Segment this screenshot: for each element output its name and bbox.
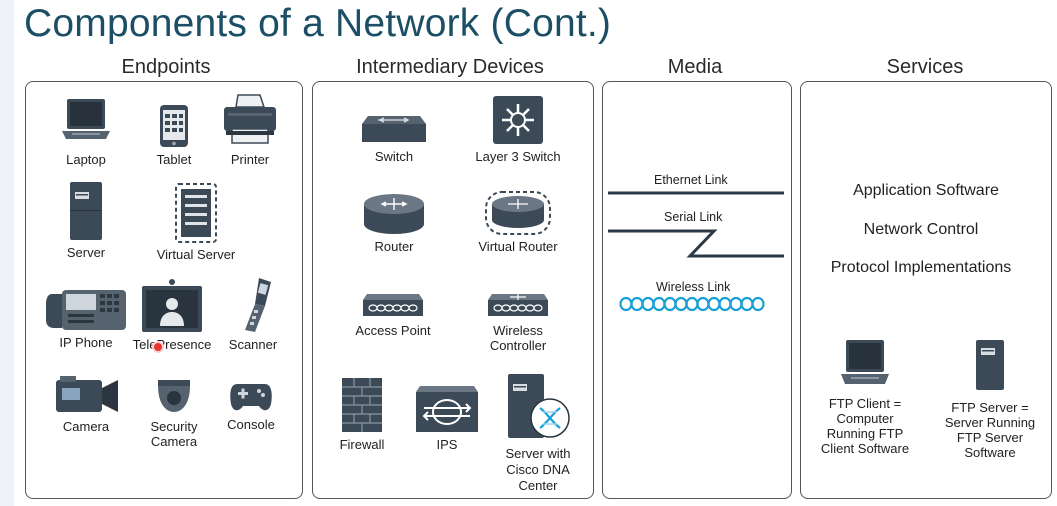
server-icon	[976, 340, 1004, 390]
laptop-item: Laptop	[50, 93, 122, 167]
virtual-router-item: Virtual Router	[468, 190, 568, 254]
ips-icon	[416, 386, 478, 432]
scanner-item: Scanner	[218, 276, 288, 352]
camera-label: Camera	[62, 419, 110, 434]
switch-item: Switch	[356, 112, 432, 164]
telepresence-item: TelePresence	[128, 278, 216, 352]
tablet-icon	[160, 105, 188, 147]
security-camera-item: Security Camera	[140, 378, 208, 449]
dna-server-item: Server with Cisco DNA Center	[496, 372, 580, 494]
server-icon	[70, 182, 102, 240]
ip-phone-label: IP Phone	[59, 335, 113, 350]
switch-label: Switch	[374, 149, 414, 164]
scanner-icon	[245, 278, 271, 332]
virtual-server-label: Virtual Server	[156, 247, 236, 262]
access-point-item: Access Point	[350, 290, 436, 338]
laptop-label: Laptop	[66, 152, 106, 167]
ethernet-link-label: Ethernet Link	[654, 173, 728, 187]
security-camera-icon	[158, 380, 190, 412]
tablet-label: Tablet	[156, 152, 192, 167]
camera-icon	[56, 376, 118, 412]
services-title: Services	[886, 56, 964, 78]
virtual-router-icon	[485, 191, 551, 235]
ips-label: IPS	[436, 437, 458, 452]
router-item: Router	[358, 192, 430, 254]
wireless-link-line	[619, 296, 765, 312]
ftp-server-label: FTP Server = Server Running FTP Server S…	[944, 400, 1036, 460]
ftp-client-label: FTP Client = Computer Running FTP Client…	[820, 396, 910, 456]
serial-link-label: Serial Link	[664, 210, 723, 224]
services-panel	[800, 81, 1052, 499]
layer3-switch-item: Layer 3 Switch	[466, 94, 570, 164]
layer3-switch-icon	[493, 96, 543, 144]
serial-link-line	[608, 229, 784, 258]
wireless-controller-item: Wireless Controller	[478, 288, 558, 353]
router-label: Router	[374, 239, 414, 254]
switch-icon	[362, 116, 426, 142]
services-application-software: Application Software	[853, 182, 999, 199]
intermediary-title: Intermediary Devices	[356, 56, 544, 78]
printer-item: Printer	[214, 93, 286, 167]
ips-item: IPS	[412, 384, 482, 452]
wireless-controller-label: Wireless Controller	[489, 323, 547, 353]
console-item: Console	[216, 378, 286, 432]
tablet-item: Tablet	[140, 103, 208, 167]
services-protocol-implementations: Protocol Implementations	[830, 259, 1012, 276]
telepresence-label: TelePresence	[132, 337, 212, 352]
ethernet-link-line	[608, 191, 784, 195]
ip-phone-item: IP Phone	[44, 284, 128, 350]
firewall-icon	[342, 378, 382, 432]
game-controller-icon	[230, 384, 272, 411]
laptop-icon	[62, 99, 110, 139]
firewall-label: Firewall	[339, 437, 385, 452]
virtual-server-icon	[175, 183, 217, 243]
router-icon	[364, 194, 424, 234]
media-title: Media	[667, 56, 723, 78]
console-label: Console	[227, 417, 275, 432]
layer3-switch-label: Layer 3 Switch	[475, 149, 561, 164]
access-point-icon	[363, 294, 423, 316]
server-item: Server	[54, 180, 118, 260]
media-panel	[602, 81, 792, 499]
printer-icon	[224, 94, 276, 144]
wireless-link-label: Wireless Link	[656, 280, 731, 294]
camera-item: Camera	[50, 374, 122, 434]
dna-center-server-icon	[508, 374, 570, 438]
services-network-control: Network Control	[863, 221, 979, 238]
wireless-controller-icon	[488, 292, 548, 316]
virtual-router-label: Virtual Router	[478, 239, 558, 254]
laptop-icon	[841, 340, 889, 384]
ip-phone-icon	[46, 290, 126, 330]
left-strip	[0, 0, 14, 506]
access-point-label: Access Point	[355, 323, 431, 338]
server-label: Server	[66, 245, 106, 260]
telepresence-icon	[142, 279, 202, 332]
firewall-item: Firewall	[332, 376, 392, 452]
ftp-client-item: FTP Client = Computer Running FTP Client…	[812, 336, 918, 456]
scanner-label: Scanner	[228, 337, 278, 352]
dna-server-label: Server with Cisco DNA Center	[505, 446, 571, 493]
ftp-server-item: FTP Server = Server Running FTP Server S…	[934, 338, 1046, 460]
printer-label: Printer	[230, 152, 270, 167]
cursor-pointer	[152, 341, 164, 353]
endpoints-title: Endpoints	[121, 56, 211, 78]
page-title: Components of a Network (Cont.)	[24, 2, 612, 45]
virtual-server-item: Virtual Server	[150, 182, 242, 262]
security-camera-label: Security Camera	[150, 419, 198, 449]
